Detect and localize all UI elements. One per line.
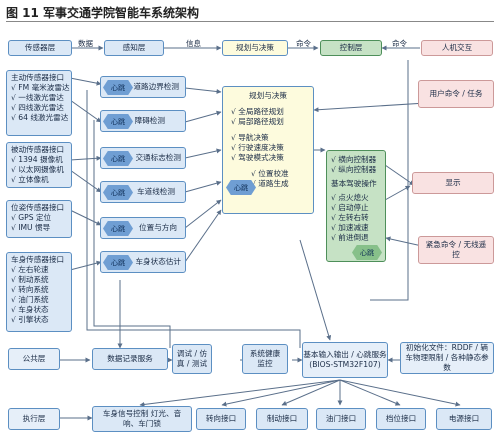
init-files: 初始化文件：RDDF / 辆车物理限制 / 各种静态参数 <box>400 342 494 374</box>
module-label: 车道线检测 <box>137 187 175 196</box>
health-monitor: 系统健康监控 <box>242 344 288 374</box>
sensor-item: √ 引擎状态 <box>11 315 49 324</box>
heartbeat-badge: 心跳 <box>352 245 382 260</box>
passive-sensor-interface: 被动传感器接口 √ 1394 摄像机 √ 以太网摄像机 √ 立体像机 <box>6 142 72 188</box>
basic-io-heartbeat-service: 基本输入输出 / 心跳服务 (BIOS-STM32F107) <box>302 342 388 378</box>
driving-ops-group: √ 点火熄火 √ 启动停止 √ 左转右转 √ 加速减速 √ 前进倒退 <box>331 193 369 243</box>
command-arrow-label-2: 命令 <box>392 39 407 48</box>
info-arrow-label: 信息 <box>186 39 201 48</box>
heartbeat-badge: 心跳 <box>103 80 133 95</box>
perception-layer-label: 感知层 <box>104 40 164 56</box>
sensor-item: √ GPS 定位 <box>11 213 52 222</box>
basic-io-label: 基本输入输出 / 心跳服务 <box>303 350 387 359</box>
module-label: 位置与方向 <box>139 223 177 232</box>
heartbeat-badge: 心跳 <box>103 151 133 166</box>
module-label: 交通标志检测 <box>135 153 181 162</box>
passive-sensor-title: 被动传感器接口 <box>11 145 65 154</box>
debug-sim-test: 调试 / 仿真 / 测试 <box>172 344 212 374</box>
command-arrow-label-1: 命令 <box>296 39 311 48</box>
heartbeat-badge: 心跳 <box>103 185 133 200</box>
sensor-item: √ IMU 惯导 <box>11 223 51 232</box>
data-record-service: 数据记录服务 <box>92 348 168 370</box>
control-layer-label: 控制层 <box>320 40 382 56</box>
planning-item: √ 导航决策 <box>231 133 269 142</box>
throttle-interface: 油门接口 <box>316 408 366 430</box>
module-label: 车身状态估计 <box>135 257 181 266</box>
planning-item: √ 行驶速度决策 <box>231 143 284 152</box>
planning-item: √ 道路生成 <box>251 179 289 188</box>
planning-item: √ 全局路径规划 <box>231 107 284 116</box>
planning-item: √ 局部路径规划 <box>231 117 284 126</box>
sensor-item: √ 油门系统 <box>11 295 49 304</box>
planning-group-decision: √ 导航决策 √ 行驶速度决策 √ 驾驶模式决策 <box>231 133 284 163</box>
sensor-item: √ FM 毫米波雷达 <box>11 83 70 92</box>
gear-interface: 档位接口 <box>376 408 426 430</box>
control-item: √ 横向控制器 <box>331 155 377 164</box>
title-rule <box>6 21 494 22</box>
sensor-item: √ 左右轮速 <box>11 265 49 274</box>
planning-decision-block: 规划与决策 √ 全局路径规划 √ 局部路径规划 √ 导航决策 √ 行驶速度决策 … <box>222 86 314 214</box>
sensor-item: √ 车身状态 <box>11 305 49 314</box>
planning-item: √ 驾驶模式决策 <box>231 153 284 162</box>
basic-driving-title: 基本驾驶操作 <box>331 179 377 188</box>
module-label: 障碍检测 <box>134 116 165 125</box>
vehicle-sensor-interface: 车身传感器接口 √ 左右轮速 √ 制动系统 √ 转向系统 √ 油门系统 √ 车身… <box>6 252 72 332</box>
planning-group-path: √ 全局路径规划 √ 局部路径规划 <box>231 107 284 127</box>
user-command-task: 用户命令 / 任务 <box>418 80 494 108</box>
heartbeat-badge: 心跳 <box>103 114 133 129</box>
steering-interface: 转向接口 <box>196 408 246 430</box>
brake-interface: 制动接口 <box>256 408 308 430</box>
sensor-item: √ 64 线激光雷达 <box>11 113 69 122</box>
pose-sensor-title: 位姿传感器接口 <box>11 203 65 212</box>
emergency-remote: 紧急命令 / 无线遥控 <box>418 236 494 264</box>
control-item: √ 纵向控制器 <box>331 165 377 174</box>
bios-label: (BIOS-STM32F107) <box>309 360 381 369</box>
planning-group-position: √ 位置校准 √ 道路生成 <box>231 169 289 189</box>
execution-layer-label: 执行层 <box>8 408 60 430</box>
sensor-layer-label: 传感器层 <box>8 40 72 56</box>
heartbeat-badge: 心跳 <box>103 255 133 270</box>
sensor-item: √ 立体像机 <box>11 175 49 184</box>
module-label: 道路边界检测 <box>133 82 179 91</box>
heartbeat-badge: 心跳 <box>226 180 256 195</box>
sensor-item: √ 一线激光雷达 <box>11 93 64 102</box>
public-layer-label: 公共层 <box>8 348 60 370</box>
control-item: √ 启动停止 <box>331 203 369 212</box>
vehicle-sensor-title: 车身传感器接口 <box>11 255 65 264</box>
display-box: 显示 <box>412 172 494 194</box>
planning-title: 规划与决策 <box>249 91 287 100</box>
body-signal-control: 车身信号控制 灯光、音响、车门锁 <box>92 406 192 432</box>
control-item: √ 加速减速 <box>331 223 369 232</box>
hmi-layer-label: 人机交互 <box>421 40 493 56</box>
control-item: √ 左转右转 <box>331 213 369 222</box>
control-block: √ 横向控制器 √ 纵向控制器 基本驾驶操作 √ 点火熄火 √ 启动停止 √ 左… <box>326 150 386 262</box>
sensor-item: √ 四线激光雷达 <box>11 103 64 112</box>
pose-sensor-interface: 位姿传感器接口 √ GPS 定位 √ IMU 惯导 <box>6 200 72 238</box>
sensor-item: √ 制动系统 <box>11 275 49 284</box>
planning-layer-label: 规划与决策 <box>222 40 288 56</box>
sensor-item: √ 转向系统 <box>11 285 49 294</box>
data-arrow-label: 数据 <box>78 39 93 48</box>
controller-group: √ 横向控制器 √ 纵向控制器 <box>331 155 376 175</box>
sensor-item: √ 以太网摄像机 <box>11 165 64 174</box>
figure-title: 图 11 军事交通学院智能车系统架构 <box>6 6 200 20</box>
active-sensor-interface: 主动传感器接口 √ FM 毫米波雷达 √ 一线激光雷达 √ 四线激光雷达 √ 6… <box>6 70 72 136</box>
heartbeat-badge: 心跳 <box>103 221 133 236</box>
control-item: √ 前进倒退 <box>331 233 369 242</box>
control-item: √ 点火熄火 <box>331 193 369 202</box>
power-interface: 电源接口 <box>436 408 492 430</box>
planning-item: √ 位置校准 <box>251 169 289 178</box>
sensor-item: √ 1394 摄像机 <box>11 155 63 164</box>
active-sensor-title: 主动传感器接口 <box>11 73 65 82</box>
